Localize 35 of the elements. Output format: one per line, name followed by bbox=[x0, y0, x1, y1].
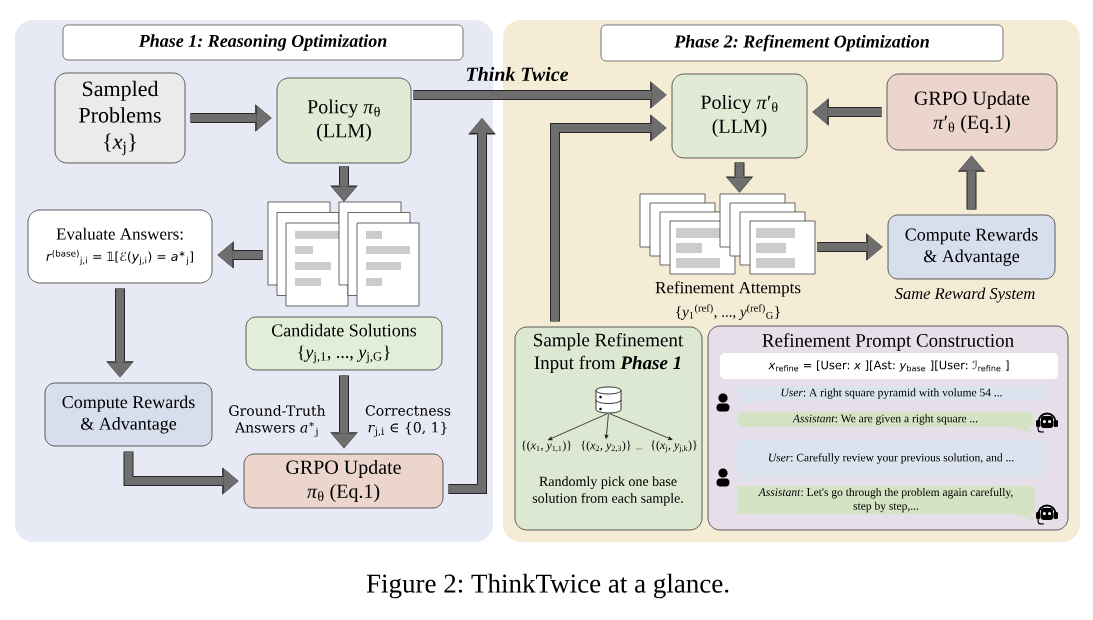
arrow bbox=[609, 413, 673, 440]
formula-text: {(x$_{j}$, y$_{j,k}$)} bbox=[651, 440, 697, 453]
formula-box: x$_{refine}$ = [User: x ][Ast: y$_{base}$ ][User: ℐ$_{refine}$ ] bbox=[720, 353, 1058, 379]
chat-bubble: User: A right square pyramid with volume 54 ... bbox=[737, 386, 1045, 408]
arrow bbox=[604, 413, 609, 439]
chat-bubble: Assistant: We are given a right square ... bbox=[738, 412, 1034, 434]
annotation-text: Correctness r$_{j,i}$ ∈ {0, 1} bbox=[365, 405, 451, 437]
database-icon bbox=[595, 386, 622, 414]
process-box: Sampled Problems {x$_{j}$} bbox=[54, 72, 186, 164]
chat-bubble: User: Carefully review your previous solution, and ... bbox=[736, 440, 1045, 484]
process-box: Compute Rewards & Advantage bbox=[44, 382, 213, 447]
edge-label: Think Twice bbox=[466, 66, 569, 81]
box-title: Refinement Prompt Construction bbox=[762, 333, 1014, 351]
model-box: Policy π′$_{θ}$ (LLM) bbox=[671, 73, 808, 159]
document-stack-drawing bbox=[267, 201, 420, 307]
process-box: GRPO Update π′$_{θ}$ (Eq.1) bbox=[886, 73, 1058, 151]
annotation-text: Ground-Truth Answers a$^{∗}$j bbox=[229, 405, 326, 437]
ellipsis-text: ... bbox=[636, 448, 642, 450]
box-text: Randomly pick one base solution from each sample. bbox=[532, 476, 683, 506]
formula-text: {(x$_{2}$, y$_{2,3}$)} bbox=[581, 440, 631, 453]
process-box: Evaluate Answers: r$^{(base)}$$_{j,i}$ = 𝟙[ℰ(y$_{j,i}$) = a$^{∗}$$_{j}$] bbox=[27, 209, 213, 284]
caption-text: {y$_{1}$$^{(ref)}$, ..., y$^{(ref)}$$_{G}$} bbox=[676, 304, 780, 320]
arrow bbox=[547, 413, 608, 441]
caption-text: Refinement Attempts bbox=[655, 281, 801, 297]
chat-bubble: Assistant: Let's go through the problem again carefully, step by step,... bbox=[737, 486, 1036, 521]
box-title: Sample Refinement Input from Phase 1 bbox=[534, 332, 684, 374]
figure-caption: Figure 2: ThinkTwice at a glance. bbox=[366, 573, 729, 599]
formula-text: {(x$_{1}$, y$_{1,1}$)} bbox=[522, 440, 571, 453]
model-box: Policy π$_{θ}$ (LLM) bbox=[276, 77, 412, 164]
caption-text: Same Reward System bbox=[894, 287, 1035, 303]
process-box: Compute Rewards & Advantage bbox=[887, 214, 1056, 280]
process-box: GRPO Update π$_{θ}$ (Eq.1) bbox=[243, 453, 444, 509]
process-box: Candidate Solutions {y$_{j,1}$, ..., y$_{j,G}$} bbox=[245, 316, 443, 371]
panel-header: Phase 1: Reasoning Optimization bbox=[62, 24, 464, 61]
panel-header: Phase 2: Refinement Optimization bbox=[600, 24, 1004, 62]
